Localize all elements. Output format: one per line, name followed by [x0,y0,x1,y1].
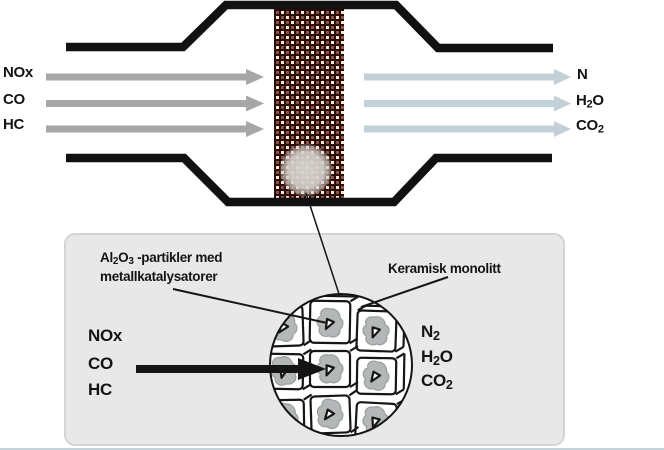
monolith-annotation: Keramisk monolitt [388,261,501,276]
converter-pipe-outline [66,0,553,207]
panel-inlet-label-co: CO [88,354,113,373]
inlet-label-hc: HC [3,116,25,133]
outlet-gas-arrows [364,69,571,137]
particles-annotation: Al2O3 -partikler med metallkatalysatorer [100,250,222,284]
panel-inlet-label-hc: HC [88,380,112,399]
outlet-label-n: N [577,66,588,83]
inlet-label-nox: NOx [3,64,33,81]
panel-inlet-label-nox: NOx [88,326,123,345]
figure-bottom-rule [0,448,664,450]
panel-outlet-label-n2: N2 [421,322,440,343]
outlet-label-h2o: H2O [576,92,604,111]
catalyst-block [274,6,344,200]
outlet-label-co2: CO2 [576,117,604,136]
particles-annotation-line2: metallkatalysatorer [100,269,218,285]
panel-outlet-label-h2o: H2O [421,347,453,368]
inlet-gas-arrows [46,69,264,137]
particles-annotation-line1: Al2O3 -partikler med [100,250,223,268]
inlet-label-co: CO [3,91,25,108]
magnifier-source-circle [279,143,333,197]
panel-outlet-label-co2: CO2 [421,371,453,392]
